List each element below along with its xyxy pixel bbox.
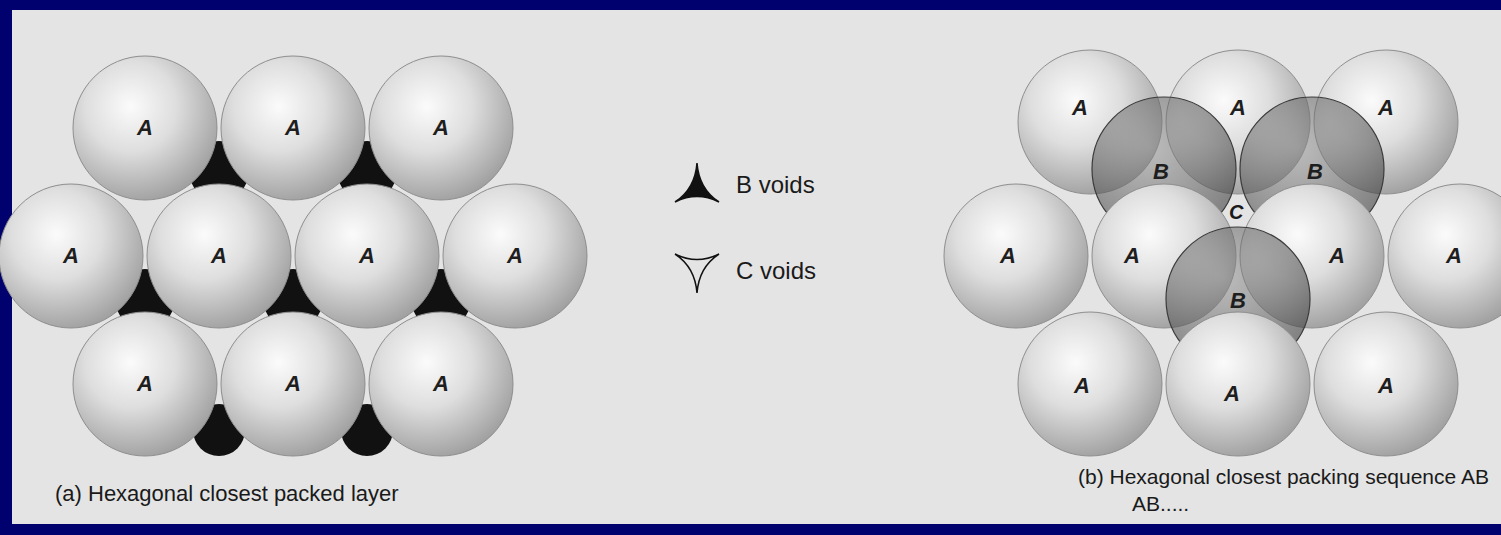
sphere-outline bbox=[1387, 183, 1501, 329]
a-layer-sphere: A bbox=[1313, 311, 1459, 457]
sphere-letter: A bbox=[1000, 245, 1016, 267]
legend: B voids C voids bbox=[672, 160, 816, 332]
sphere-letter: B bbox=[1230, 290, 1246, 312]
figure-caption: (b) Hexagonal closest packing sequence A… bbox=[1078, 463, 1493, 518]
panel bbox=[12, 10, 1501, 524]
sphere-letter: A bbox=[1072, 97, 1088, 119]
sphere-letter: A bbox=[1446, 245, 1462, 267]
sphere-letter: A bbox=[63, 245, 79, 267]
legend-item: B voids bbox=[672, 160, 816, 210]
a-layer-sphere: A bbox=[1165, 311, 1311, 457]
a-layer-sphere: A bbox=[1017, 311, 1163, 457]
a-layer-sphere: A bbox=[442, 183, 588, 329]
label-box: (a) Hexagonal closest packed layer bbox=[55, 480, 475, 509]
a-layer-sphere: A bbox=[943, 183, 1089, 329]
sphere-letter: A bbox=[1074, 375, 1090, 397]
void-symbol bbox=[672, 160, 722, 210]
sphere-letter: B bbox=[1153, 161, 1169, 183]
a-layer-sphere: A bbox=[294, 183, 440, 329]
sphere-letter: A bbox=[285, 117, 301, 139]
sphere-outline bbox=[1017, 311, 1163, 457]
sphere-letter: A bbox=[137, 117, 153, 139]
sphere-letter: A bbox=[1378, 375, 1394, 397]
sphere-letter: B bbox=[1307, 161, 1323, 183]
sphere-letter: A bbox=[211, 245, 227, 267]
legend-text: B voids bbox=[736, 171, 815, 199]
a-layer-sphere: A bbox=[146, 183, 292, 329]
sphere-outline bbox=[943, 183, 1089, 329]
legend-text: C voids bbox=[736, 257, 816, 285]
void-symbol bbox=[672, 246, 722, 296]
figure-caption: (a) Hexagonal closest packed layer bbox=[55, 480, 475, 509]
sphere-letter: A bbox=[1378, 97, 1394, 119]
sphere-letter: A bbox=[433, 117, 449, 139]
sphere-letter: A bbox=[285, 373, 301, 395]
a-layer-sphere: A bbox=[220, 55, 366, 201]
sphere-letter: A bbox=[359, 245, 375, 267]
label-box: (b) Hexagonal closest packing sequence A… bbox=[1078, 463, 1493, 518]
a-layer-sphere: A bbox=[72, 55, 218, 201]
a-layer-sphere: A bbox=[220, 311, 366, 457]
legend-item: C voids bbox=[672, 246, 816, 296]
a-layer-sphere: A bbox=[0, 183, 144, 329]
sphere-letter: A bbox=[1124, 245, 1140, 267]
sphere-letter: A bbox=[1329, 245, 1345, 267]
sphere-letter: A bbox=[137, 373, 153, 395]
void-letter: C bbox=[1229, 199, 1253, 225]
a-layer-sphere: A bbox=[368, 311, 514, 457]
sphere-letter: A bbox=[1224, 383, 1240, 405]
a-layer-sphere: A bbox=[72, 311, 218, 457]
label-box: C bbox=[1229, 199, 1253, 225]
sphere-letter: A bbox=[1230, 97, 1246, 119]
sphere-letter: A bbox=[433, 373, 449, 395]
a-layer-sphere: A bbox=[1387, 183, 1501, 329]
a-layer-sphere: A bbox=[368, 55, 514, 201]
sphere-letter: A bbox=[507, 245, 523, 267]
